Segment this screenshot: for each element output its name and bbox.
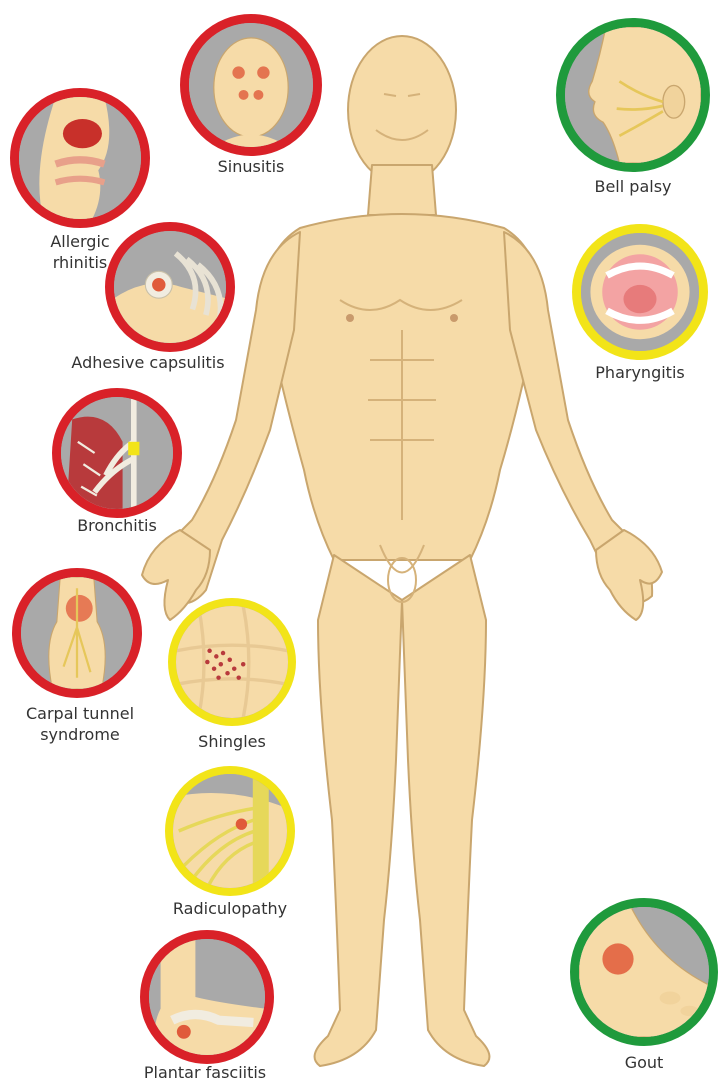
spinal-nerve-icon (173, 774, 287, 888)
gout-badge[interactable] (570, 898, 718, 1046)
shingles-label: Shingles (168, 731, 296, 752)
shoulder-joint-icon (114, 231, 226, 343)
open-mouth-icon (581, 233, 699, 351)
sinusitis-label: Sinusitis (180, 156, 322, 177)
allergic-rhinitis-badge[interactable] (10, 88, 150, 228)
face-sinus-icon (189, 23, 313, 147)
gout-label: Gout (570, 1052, 718, 1073)
pharyngitis-label: Pharyngitis (572, 362, 708, 383)
nasal-cavity-icon (19, 97, 141, 219)
bell-palsy-label: Bell palsy (556, 176, 710, 197)
bell-palsy-badge[interactable] (556, 18, 710, 172)
lung-bronchi-icon (61, 397, 173, 509)
radiculopathy-label: Radiculopathy (155, 898, 305, 919)
pharyngitis-badge[interactable] (572, 224, 708, 360)
adhesive-capsulitis-badge[interactable] (105, 222, 235, 352)
face-profile-icon (565, 27, 701, 163)
adhesive-capsulitis-label: Adhesive capsulitis (60, 352, 236, 373)
carpal-tunnel-badge[interactable] (12, 568, 142, 698)
carpal-tunnel-label: Carpal tunnel syndrome (12, 703, 148, 745)
plantar-fasciitis-label: Plantar fasciitis (130, 1062, 280, 1083)
wrist-hand-icon (21, 577, 133, 689)
skin-rash-icon (176, 606, 288, 718)
sinusitis-badge[interactable] (180, 14, 322, 156)
bronchitis-badge[interactable] (52, 388, 182, 518)
bronchitis-label: Bronchitis (52, 515, 182, 536)
toe-joint-icon (579, 907, 709, 1037)
plantar-fasciitis-badge[interactable] (140, 930, 274, 1064)
foot-heel-icon (149, 939, 265, 1055)
radiculopathy-badge[interactable] (165, 766, 295, 896)
shingles-badge[interactable] (168, 598, 296, 726)
